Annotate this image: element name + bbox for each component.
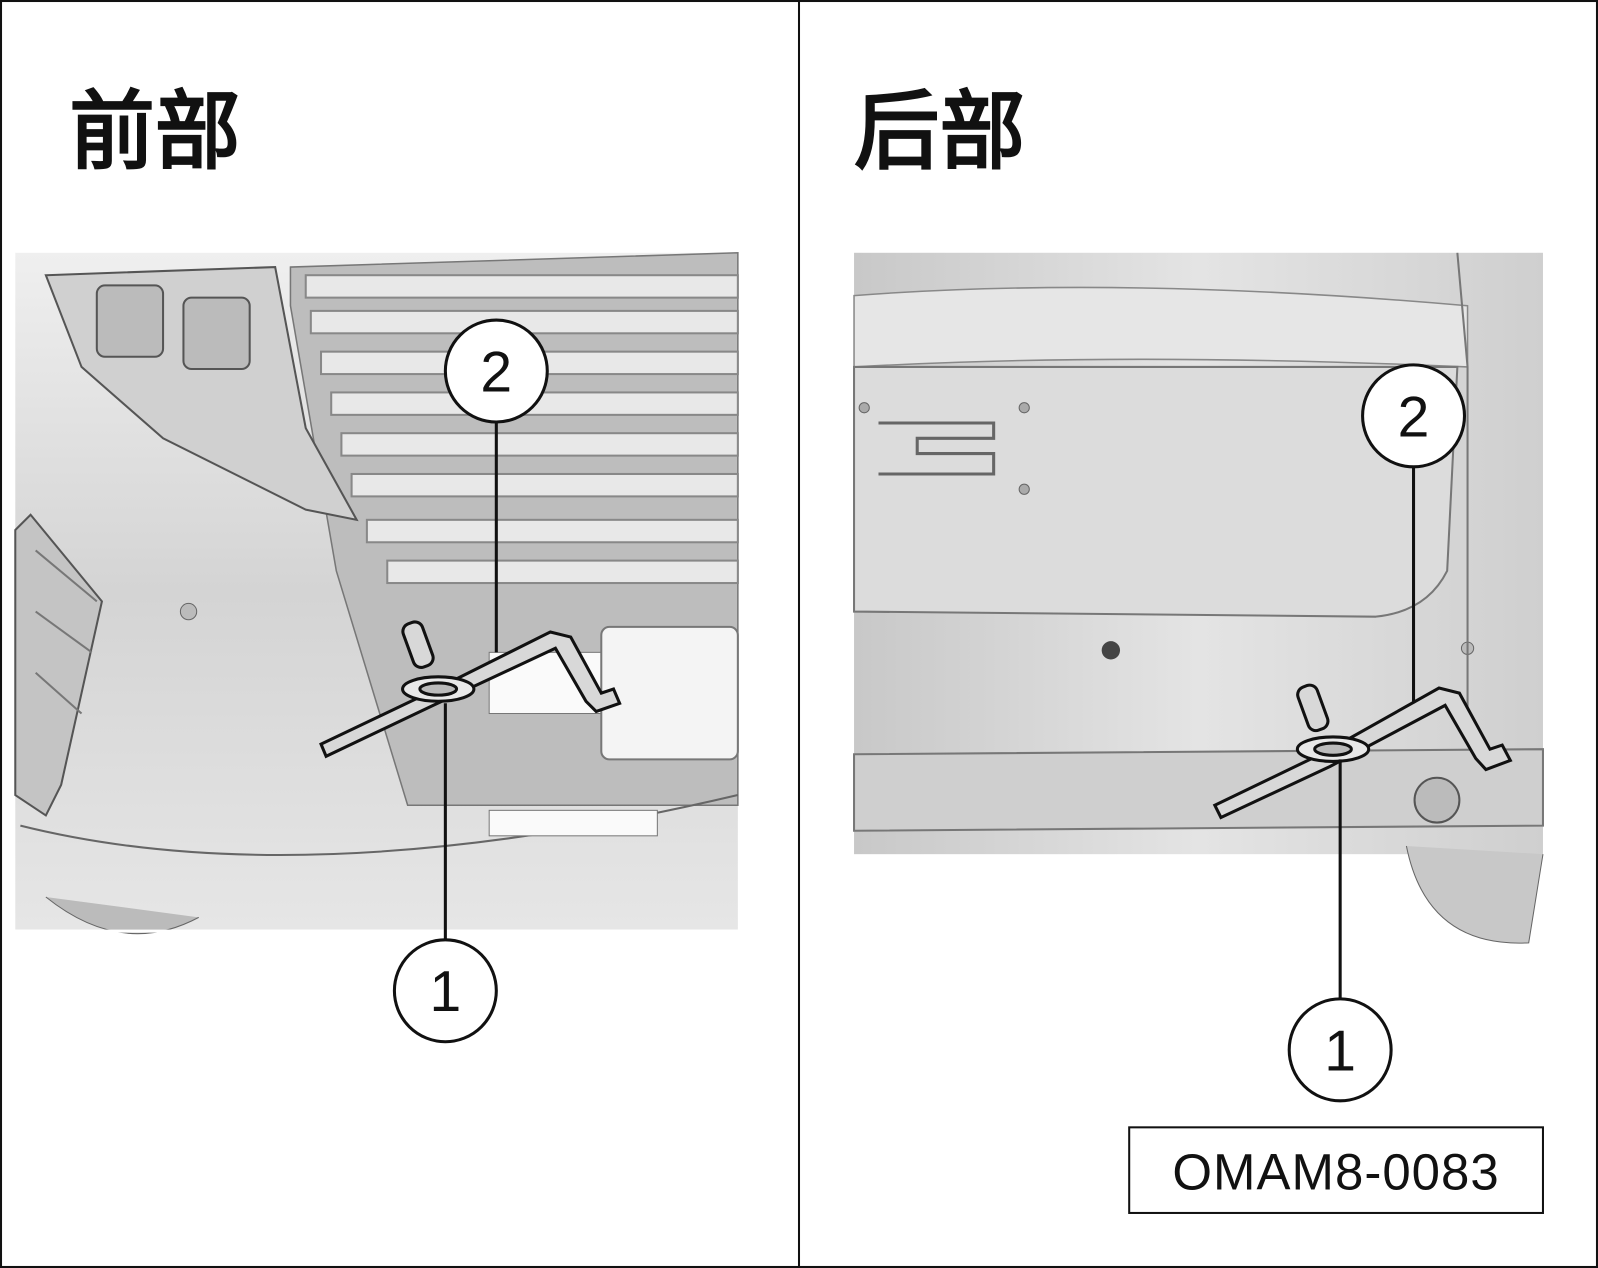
rear-tow-hook-and-wrench: [1212, 683, 1513, 820]
front-tow-hook-and-wrench: [319, 620, 622, 759]
front-callout-2-label: 2: [480, 340, 512, 404]
rear-callout-2-label: 2: [1398, 385, 1430, 449]
figure-code-box: OMAM8-0083: [1128, 1126, 1544, 1214]
rear-callout-1: 1: [1287, 759, 1393, 1103]
figure-code: OMAM8-0083: [1172, 1144, 1499, 1201]
rear-car-illustration: [853, 252, 1544, 944]
rear-callout-1-label: 1: [1324, 1019, 1356, 1083]
rear-callout-2: 2: [1361, 363, 1467, 704]
front-title: 前部: [69, 83, 240, 182]
front-car-illustration: [14, 251, 739, 935]
rear-title: 后部: [854, 83, 1025, 182]
front-callout-1-label: 1: [429, 960, 461, 1024]
rear-panel: 后部 2 1: [853, 83, 1544, 1214]
front-callout-2: 2: [443, 318, 549, 653]
front-callout-1: 1: [392, 703, 498, 1044]
front-panel: 前部: [14, 83, 739, 1044]
